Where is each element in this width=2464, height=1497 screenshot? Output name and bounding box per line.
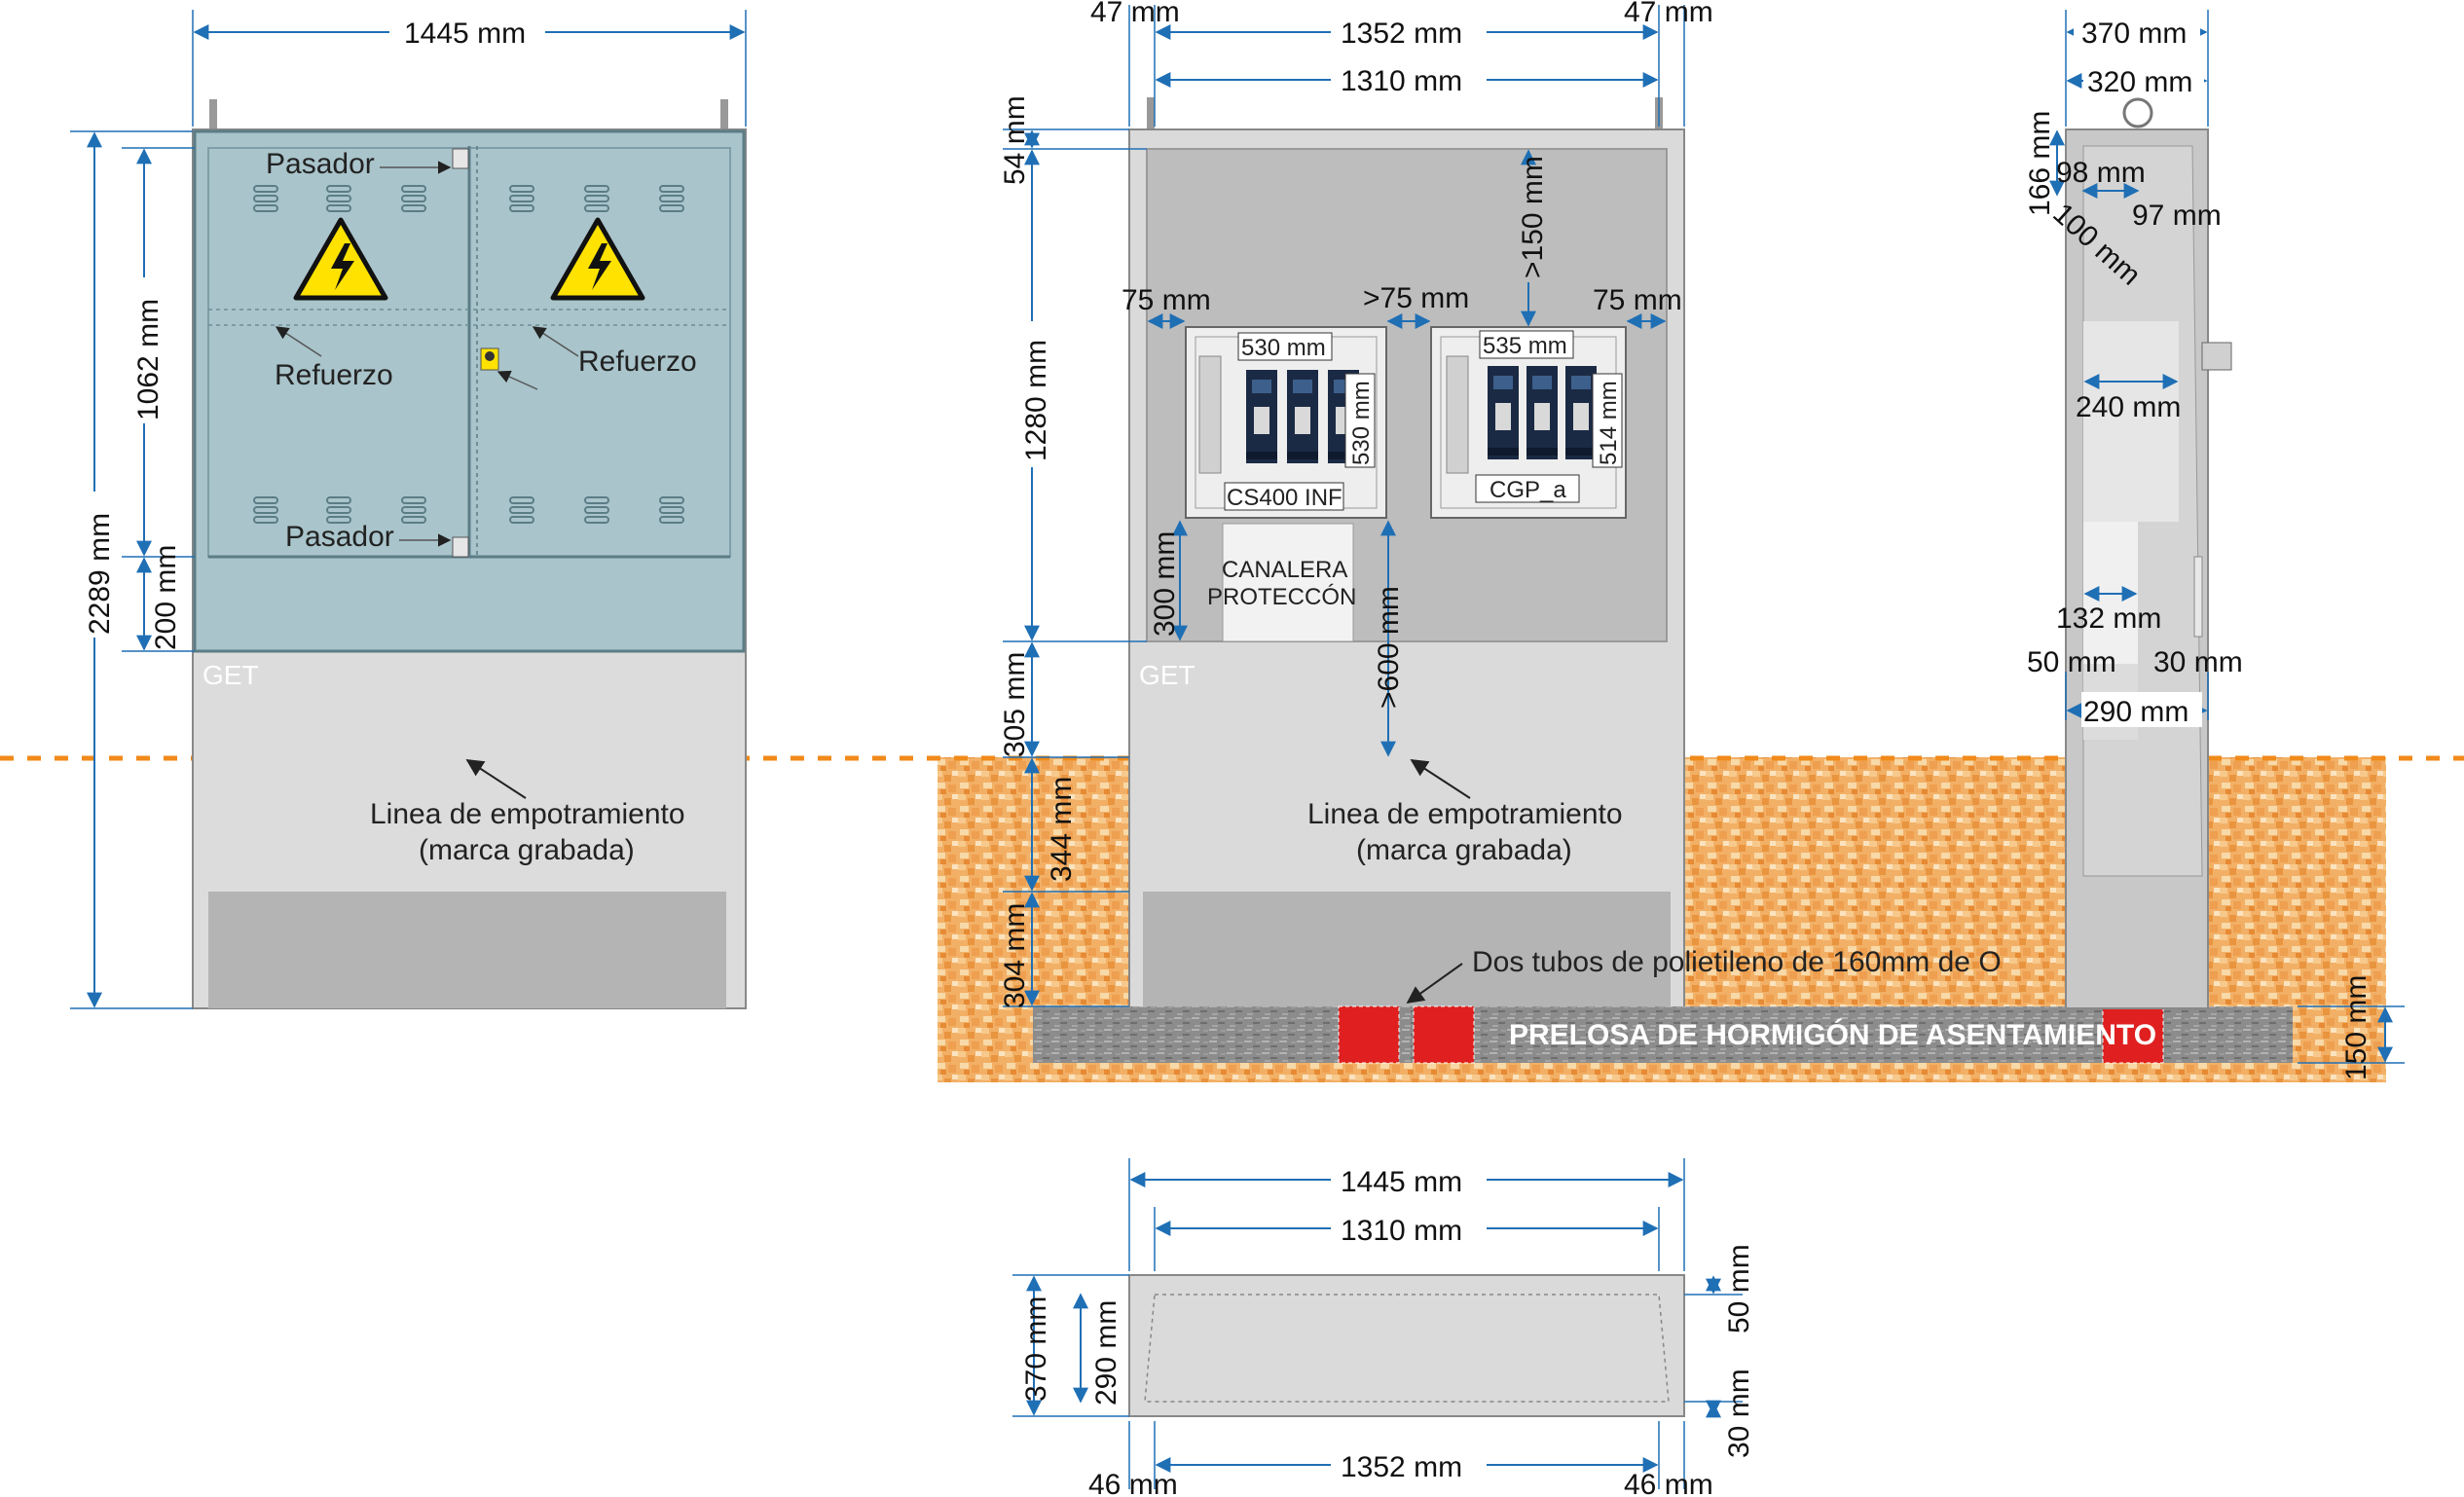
- dim-plan-50: 50 mm: [1723, 1244, 1755, 1333]
- label-canalera-2: PROTECCÓN: [1207, 584, 1356, 610]
- dim-side-166: 166 mm: [2024, 111, 2056, 216]
- prelosa-slab: [1033, 1006, 2293, 1063]
- label-refuerzo-left: Refuerzo: [275, 359, 393, 391]
- canalera-proteccion: [1222, 523, 1354, 642]
- dim-height-305: 305 mm: [999, 652, 1031, 757]
- dim-gap-right: 75 mm: [1593, 284, 1682, 316]
- dim-cgp-height: 514 mm: [1596, 381, 1622, 465]
- dim-cs-height: 530 mm: [1348, 381, 1375, 465]
- dim-side-30: 30 mm: [2153, 646, 2243, 678]
- dim-plan-30: 30 mm: [1723, 1369, 1755, 1458]
- label-cgp: CGP_a: [1489, 477, 1566, 503]
- dim-left-lower-height: 200 mm: [150, 545, 182, 650]
- dim-plan-46-left: 46 mm: [1088, 1469, 1178, 1497]
- dim-side-240: 240 mm: [2076, 391, 2181, 423]
- dim-left-total-height: 2289 mm: [84, 513, 116, 635]
- dim-plan-1310: 1310 mm: [1341, 1215, 1462, 1247]
- tube-2: [1413, 1005, 1475, 1064]
- dim-plan-1352: 1352 mm: [1341, 1451, 1462, 1483]
- label-prelosa: PRELOSA DE HORMIGÓN DE ASENTAMIENTO: [1509, 1018, 2156, 1051]
- dim-front-clear-width: 1310 mm: [1341, 65, 1462, 97]
- dim-top-gap: 54 mm: [999, 95, 1031, 185]
- label-refuerzo-right: Refuerzo: [578, 346, 697, 378]
- left-view: Pasador Pasador Refuerzo Refuerzo GET Li…: [70, 10, 747, 1009]
- dim-left-width: 1445 mm: [404, 18, 526, 50]
- tube-1: [1338, 1005, 1400, 1064]
- dim-cgp-width: 535 mm: [1483, 333, 1567, 359]
- dim-plan-46-right: 46 mm: [1624, 1469, 1713, 1497]
- dim-height-304: 304 mm: [999, 903, 1031, 1008]
- label-pasador-top: Pasador: [266, 148, 375, 180]
- dim-side-290: 290 mm: [2083, 696, 2188, 728]
- label-linea-left: Linea de empotramiento: [370, 798, 685, 830]
- dim-side-97: 97 mm: [2132, 200, 2222, 232]
- label-get-front: GET: [1139, 660, 1195, 690]
- dim-height-344: 344 mm: [1046, 777, 1078, 882]
- dim-side-50: 50 mm: [2027, 646, 2116, 678]
- label-tubos: Dos tubos de polietileno de 160mm de O: [1472, 946, 2002, 978]
- dim-gap-top: >150 mm: [1517, 156, 1549, 278]
- plan-view: 1445 mm 1310 mm 370 mm 290 mm 50 mm 30 m…: [1012, 1158, 1755, 1497]
- front-view: CANALERA PROTECCÓN CS400 INF 530 mm 530 …: [999, 0, 2405, 1080]
- label-marca-front: (marca grabada): [1356, 834, 1572, 866]
- dim-side-132: 132 mm: [2056, 602, 2161, 635]
- dim-side-98: 98 mm: [2056, 157, 2146, 189]
- tube-3: [2102, 1005, 2164, 1064]
- dim-plan-1445: 1445 mm: [1341, 1166, 1462, 1198]
- dim-gap-left: 75 mm: [1122, 284, 1211, 316]
- dim-plan-370: 370 mm: [1020, 1296, 1052, 1402]
- dim-front-right-margin: 47 mm: [1624, 0, 1713, 28]
- side-eyebolt: [2122, 97, 2153, 128]
- label-canalera-1: CANALERA: [1222, 557, 1347, 583]
- dim-front-left-margin: 47 mm: [1090, 0, 1180, 28]
- label-linea-front: Linea de empotramiento: [1307, 798, 1623, 830]
- dim-left-upper-height: 1062 mm: [132, 299, 165, 420]
- dim-height-1280: 1280 mm: [1020, 340, 1052, 461]
- label-get-left: GET: [202, 660, 259, 690]
- dim-side-370: 370 mm: [2081, 18, 2187, 50]
- dim-cs-width: 530 mm: [1241, 335, 1326, 361]
- side-view: 370 mm 320 mm 166 mm 98 mm 97 mm 100 mm …: [2024, 10, 2243, 1009]
- dim-h600: >600 mm: [1373, 586, 1405, 709]
- label-marca-left: (marca grabada): [419, 834, 635, 866]
- label-cs400: CS400 INF: [1227, 485, 1342, 511]
- plan-outline: [1128, 1274, 1685, 1417]
- label-pasador-bottom: Pasador: [285, 521, 394, 553]
- dim-h300: 300 mm: [1149, 531, 1181, 637]
- dim-side-320: 320 mm: [2087, 66, 2192, 98]
- dim-slab-height: 150 mm: [2340, 975, 2372, 1080]
- dim-plan-290: 290 mm: [1090, 1300, 1122, 1406]
- dim-front-inner-width: 1352 mm: [1341, 18, 1462, 50]
- dim-gap-mid: >75 mm: [1363, 282, 1469, 314]
